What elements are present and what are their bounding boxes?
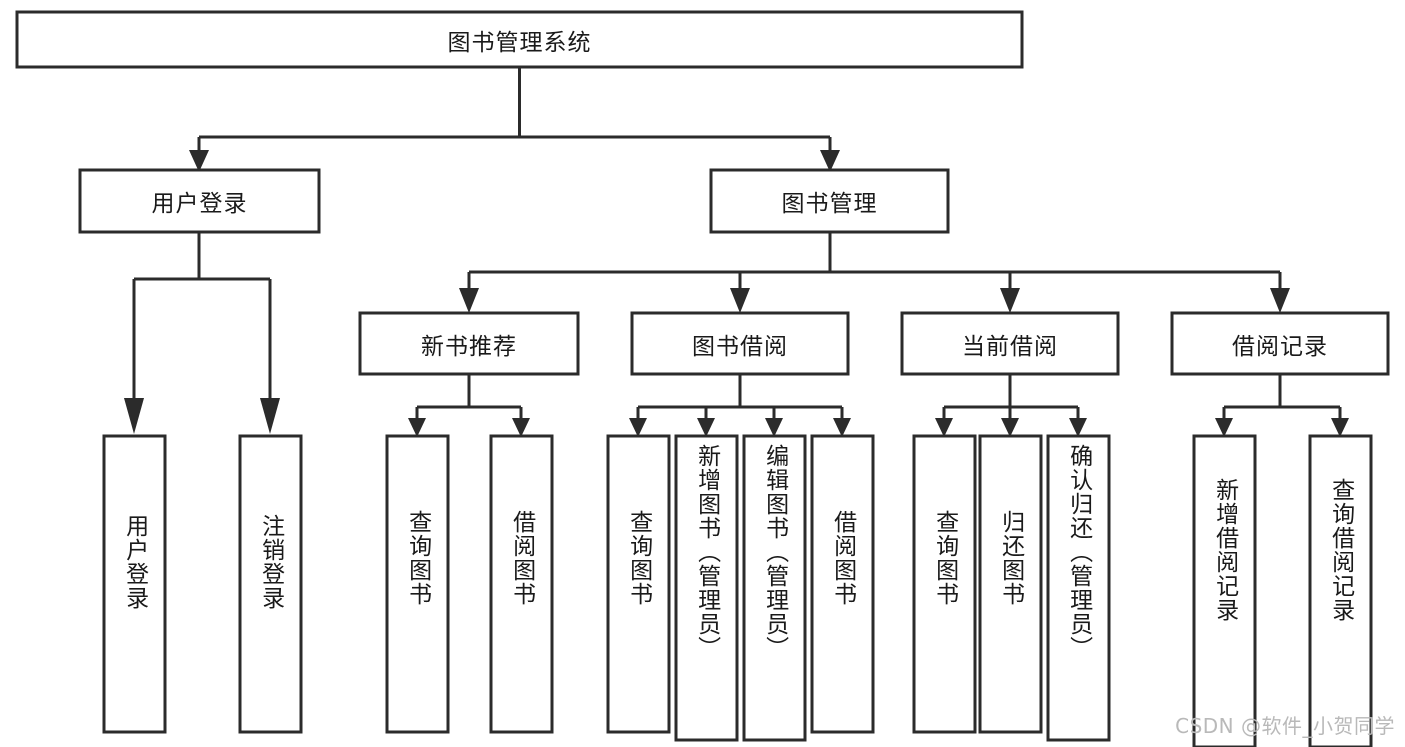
- arrowhead-leaf-logout-login: [260, 398, 280, 434]
- arrowhead-borrowrecord: [1270, 288, 1290, 313]
- node-box-current-borrow[interactable]: [900, 311, 1120, 376]
- node-box-leaf-query-book-2[interactable]: [606, 434, 671, 734]
- node-box-book-manage[interactable]: [709, 168, 950, 234]
- arrowhead-confirm-return: [1069, 418, 1087, 437]
- arrowhead-query-record: [1331, 418, 1349, 437]
- arrowhead-user-login: [189, 150, 209, 172]
- node-box-leaf-logout-login[interactable]: [238, 434, 303, 734]
- arrowhead-query-book-2: [629, 418, 647, 437]
- node-box-user-login[interactable]: [78, 168, 321, 234]
- node-box-leaf-user-login[interactable]: [102, 434, 167, 734]
- node-box-leaf-borrow-book-1[interactable]: [489, 434, 554, 734]
- node-box-book-borrow[interactable]: [630, 311, 850, 376]
- node-box-leaf-query-book-3[interactable]: [912, 434, 977, 734]
- node-box-leaf-add-book[interactable]: [674, 434, 739, 742]
- node-box-root[interactable]: [15, 10, 1024, 69]
- arrowhead-query-book-1: [408, 418, 426, 437]
- arrowhead-borrow-book-1: [512, 418, 530, 437]
- arrowhead-newbook: [459, 288, 479, 313]
- arrowhead-query-book-3: [935, 418, 953, 437]
- node-box-borrow-record[interactable]: [1170, 311, 1390, 376]
- node-box-leaf-query-record[interactable]: [1308, 434, 1373, 747]
- arrowhead-book-manage: [820, 150, 840, 172]
- node-layer: [15, 10, 1390, 747]
- arrowhead-borrow-book-2: [833, 418, 851, 437]
- connector-layer: [124, 67, 1349, 437]
- node-box-leaf-edit-book[interactable]: [742, 434, 807, 742]
- arrowhead-bookborrow: [730, 288, 750, 313]
- node-box-leaf-query-book-1[interactable]: [385, 434, 450, 734]
- arrowhead-return-book: [1001, 418, 1019, 437]
- arrowhead-currentborrow: [1000, 288, 1020, 313]
- node-box-leaf-confirm-return[interactable]: [1046, 434, 1111, 742]
- node-box-leaf-add-record[interactable]: [1192, 434, 1257, 747]
- arrowhead-add-record: [1215, 418, 1233, 437]
- node-box-leaf-return-book[interactable]: [978, 434, 1043, 734]
- node-box-new-book-rec[interactable]: [358, 311, 580, 376]
- arrowhead-leaf-user-login: [124, 398, 144, 434]
- arrowhead-edit-book: [765, 418, 783, 437]
- arrowhead-add-book: [697, 418, 715, 437]
- node-box-leaf-borrow-book-2[interactable]: [810, 434, 875, 734]
